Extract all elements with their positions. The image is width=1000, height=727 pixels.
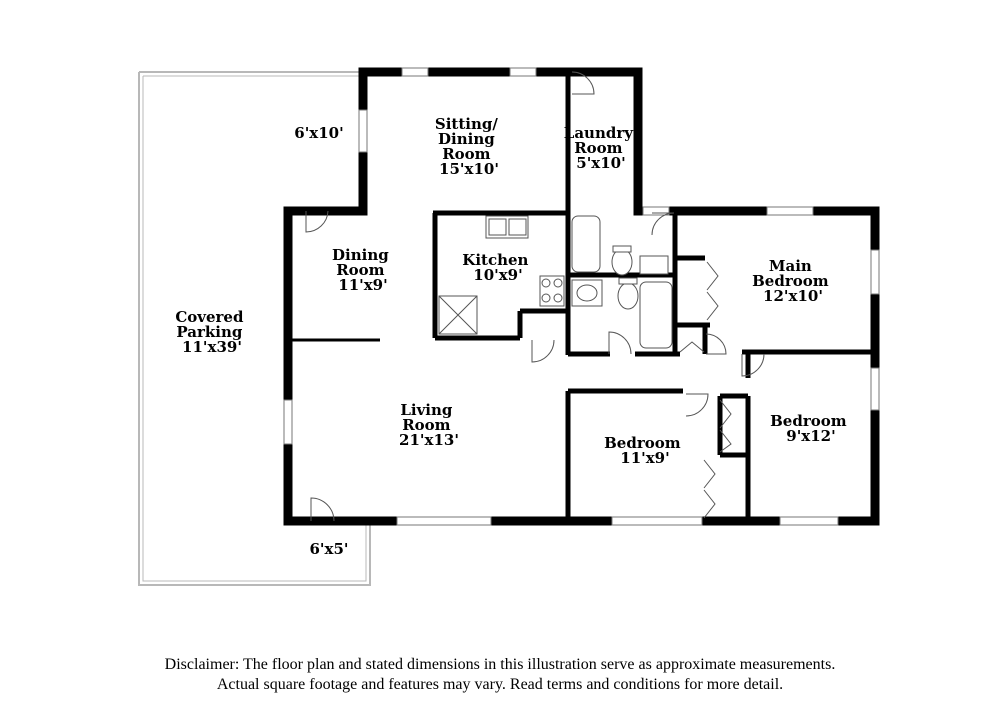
outdoor-label-bottom: 6'x5' — [309, 540, 348, 558]
disclaimer-line-2: Actual square footage and features may v… — [216, 676, 784, 693]
fixtures — [438, 215, 673, 349]
room-label-main-bedroom: Main Bedroom 12'x10' — [752, 257, 834, 305]
toilet-icon — [611, 248, 633, 276]
bathtub-icon — [571, 215, 601, 273]
room-label-covered-parking: Covered Parking 11'x39' — [175, 308, 248, 356]
walls — [283, 67, 880, 526]
toilet-icon-2 — [617, 282, 639, 310]
doors — [305, 71, 765, 522]
room-label-living: Living Room 21'x13' — [399, 401, 459, 449]
room-label-sitting-dining: Sitting/ Dining Room 15'x10' — [435, 115, 503, 178]
room-label-dining: Dining Room 11'x9' — [332, 246, 394, 294]
room-label-bedroom-2: Bedroom 11'x9' — [604, 434, 686, 467]
room-label-bedroom-3: Bedroom 9'x12' — [770, 412, 852, 445]
bath-sink-icon — [639, 255, 669, 275]
disclaimer-line-1: Disclaimer: The floor plan and stated di… — [164, 656, 836, 673]
room-label-laundry: Laundry Room 5'x10' — [564, 124, 638, 172]
bathtub-icon-2 — [639, 281, 673, 349]
room-labels: Sitting/ Dining Room 15'x10' Laundry Roo… — [175, 115, 852, 558]
room-label-kitchen: Kitchen 10'x9' — [462, 251, 533, 284]
outdoor-label-top: 6'x10' — [294, 124, 343, 142]
windows — [283, 67, 880, 526]
covered-parking-outline — [138, 71, 371, 586]
interior-walls — [292, 210, 873, 521]
disclaimer: Disclaimer: The floor plan and stated di… — [0, 655, 1000, 695]
